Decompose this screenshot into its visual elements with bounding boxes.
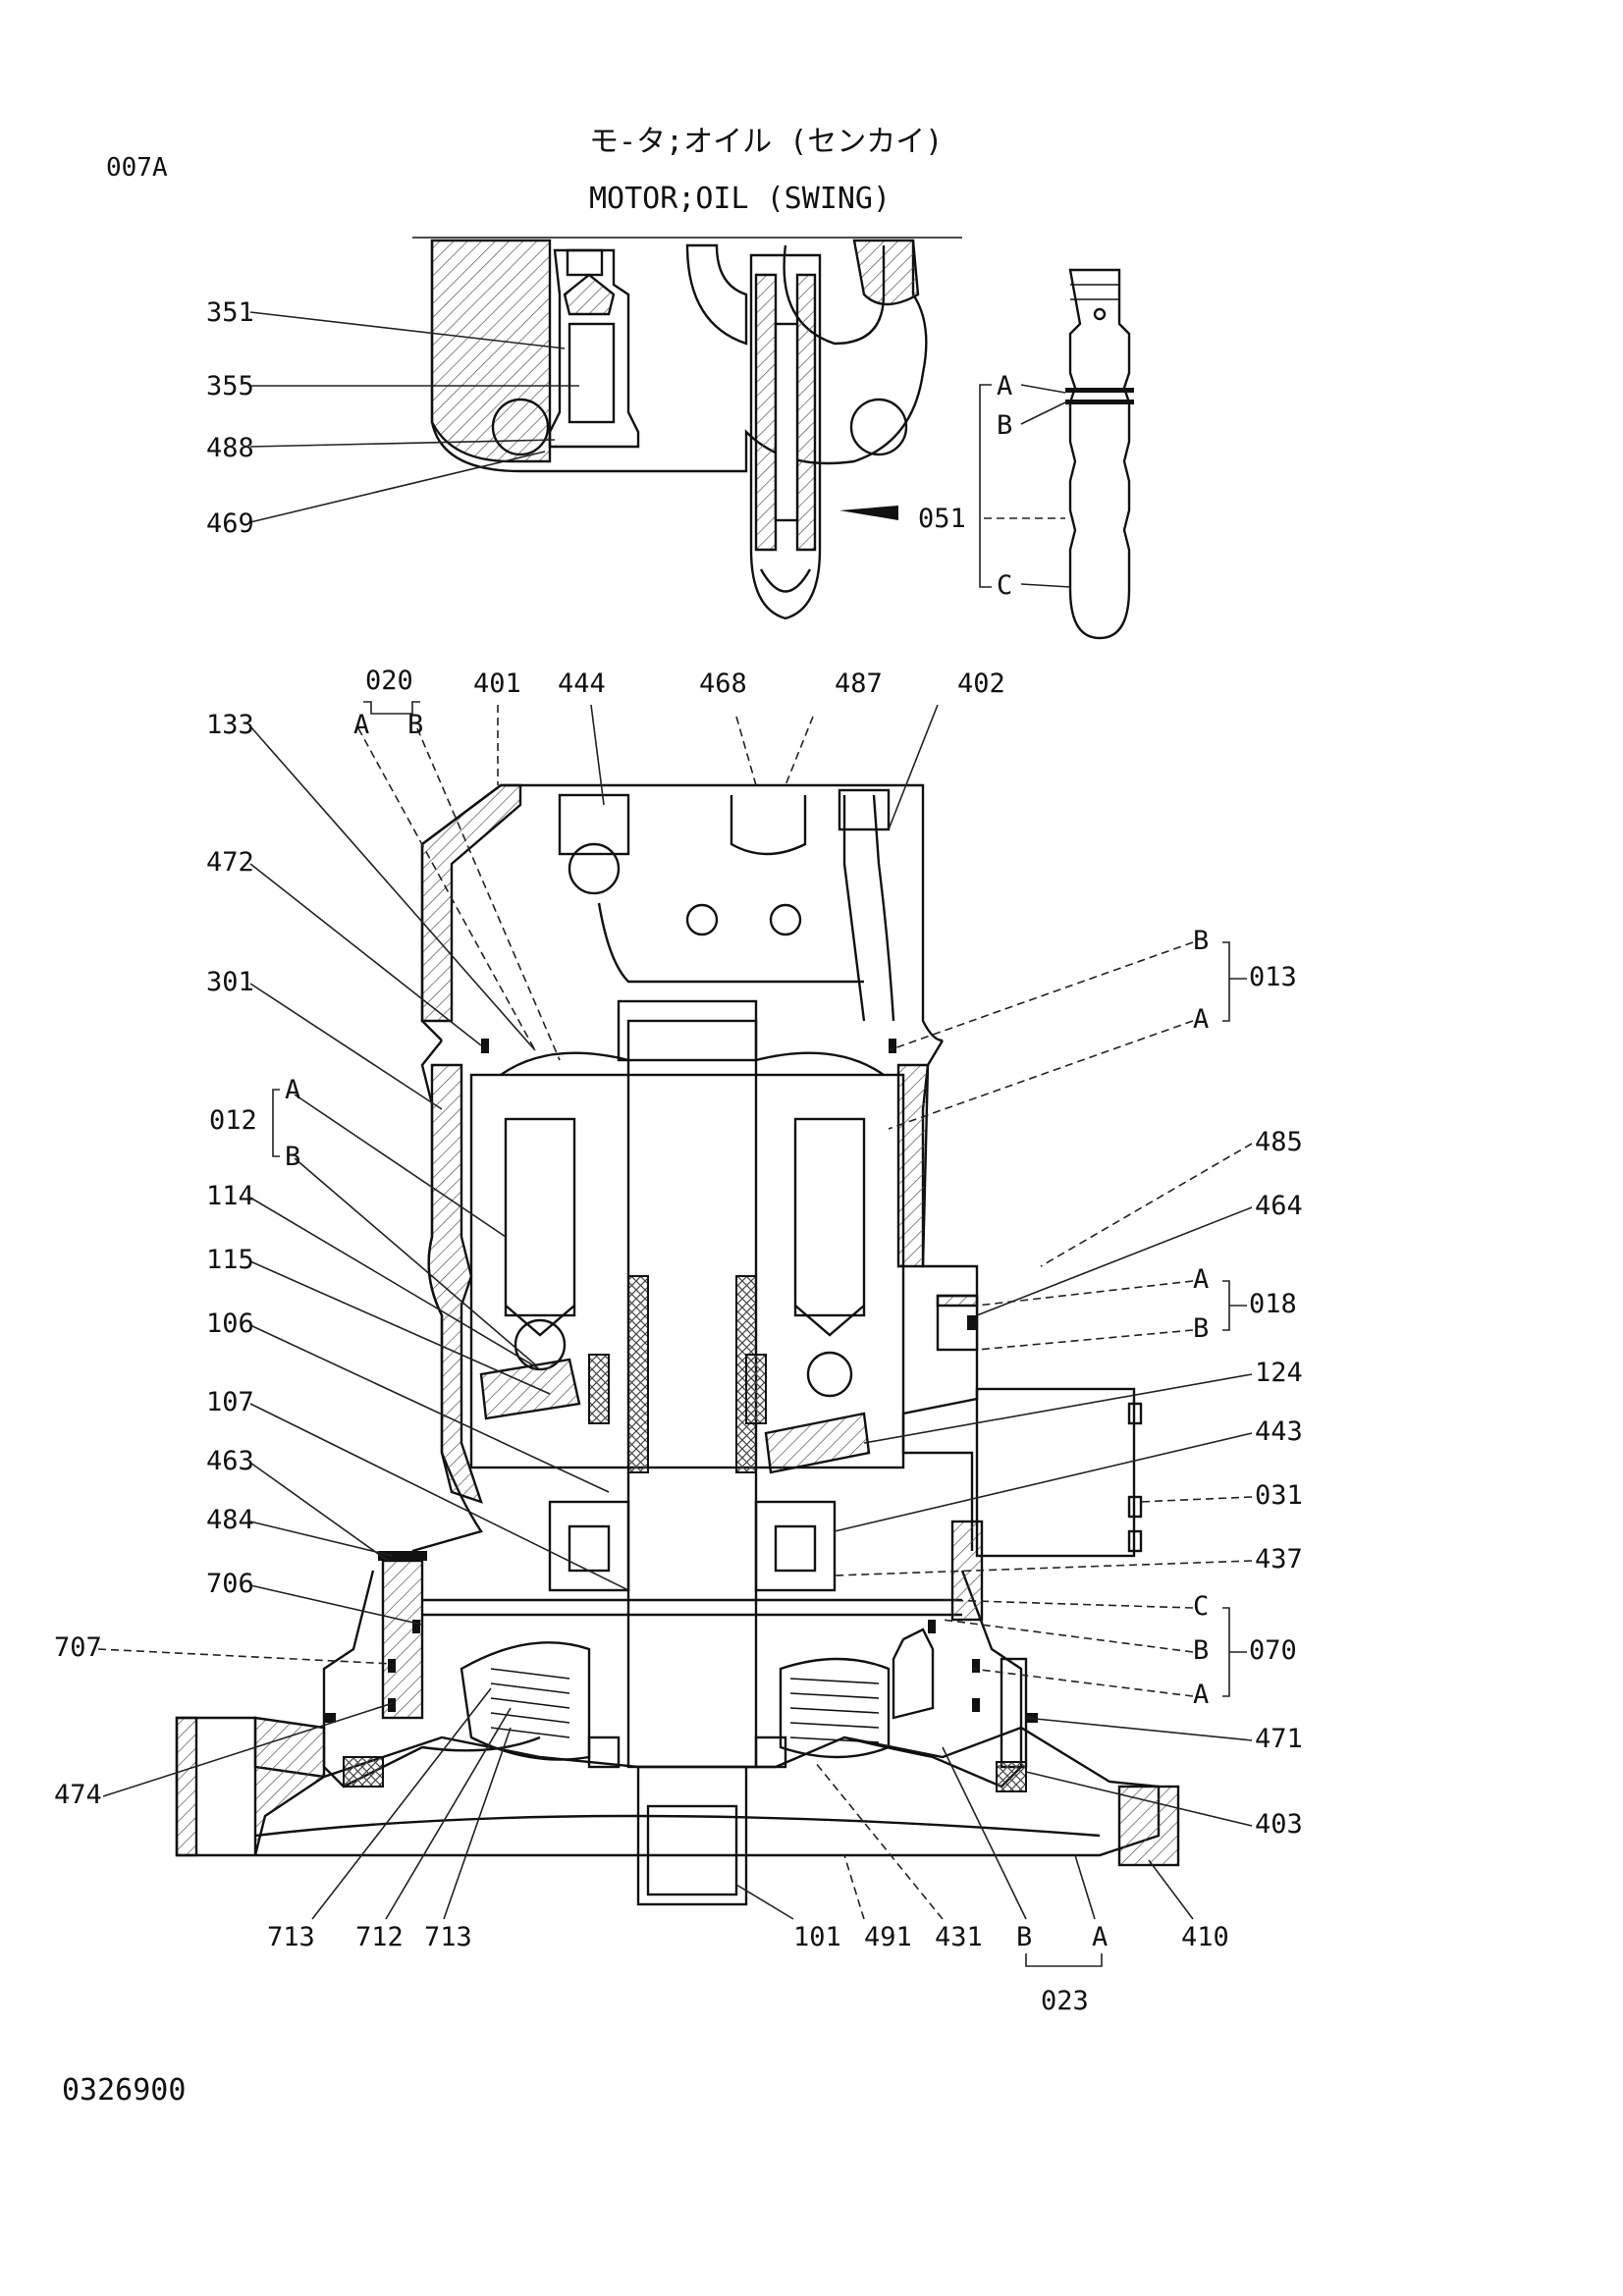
callout-444: 444 [558, 668, 606, 699]
callout-115: 115 [206, 1245, 254, 1275]
callout-031: 031 [1255, 1480, 1303, 1511]
callout-487: 487 [835, 668, 883, 699]
callout-463: 463 [206, 1446, 254, 1476]
callout-403: 403 [1255, 1809, 1303, 1840]
callout-474: 474 [54, 1780, 102, 1810]
title-english: MOTOR;OIL (SWING) [589, 182, 892, 216]
callout-707: 707 [54, 1632, 102, 1663]
callout-484: 484 [206, 1505, 254, 1535]
callout-023: 023 [1041, 1986, 1089, 2016]
callout-023-b: B [1016, 1922, 1033, 1952]
callout-485: 485 [1255, 1127, 1303, 1157]
callout-107: 107 [206, 1387, 254, 1417]
callout-013-a: A [1193, 1004, 1210, 1035]
callout-713-right: 713 [424, 1922, 472, 1952]
callout-018-b: B [1193, 1313, 1210, 1344]
callout-114: 114 [206, 1181, 254, 1211]
page-code: 007A [106, 153, 168, 183]
callout-012-a: A [285, 1075, 301, 1105]
callout-431: 431 [935, 1922, 983, 1952]
callout-020-b: B [407, 710, 424, 740]
callout-468: 468 [699, 668, 747, 699]
callout-355: 355 [206, 371, 254, 401]
callout-070: 070 [1249, 1635, 1297, 1666]
callout-023-a: A [1092, 1922, 1109, 1952]
drawing-number: 0326900 [62, 2073, 187, 2108]
callout-301: 301 [206, 967, 254, 997]
callout-712: 712 [355, 1922, 404, 1952]
upper-valve-section [412, 237, 1134, 640]
callout-706: 706 [206, 1569, 254, 1599]
callout-070-b: B [1193, 1635, 1210, 1666]
callout-471: 471 [1255, 1724, 1303, 1754]
callout-020: 020 [365, 666, 413, 696]
callout-013: 013 [1249, 962, 1297, 992]
callout-351: 351 [206, 297, 254, 328]
callout-018: 018 [1249, 1289, 1297, 1319]
callout-106: 106 [206, 1308, 254, 1339]
callout-051-a: A [997, 371, 1013, 401]
callout-410: 410 [1181, 1922, 1229, 1952]
callout-051-c: C [997, 570, 1013, 601]
callout-070-a: A [1193, 1680, 1210, 1710]
callout-401: 401 [473, 668, 521, 699]
callout-464: 464 [1255, 1191, 1303, 1221]
upper-leader-lines [249, 311, 1071, 588]
callout-402: 402 [957, 668, 1005, 699]
main-motor-section [175, 783, 1180, 1906]
callout-488: 488 [206, 433, 254, 463]
callout-472: 472 [206, 847, 254, 878]
callout-012: 012 [209, 1105, 257, 1136]
callout-012-b: B [285, 1142, 301, 1172]
callout-101: 101 [793, 1922, 841, 1952]
callout-469: 469 [206, 508, 254, 539]
callout-443: 443 [1255, 1416, 1303, 1447]
title-japanese: モ-タ;オイル (センカイ) [589, 125, 944, 159]
callout-070-c: C [1193, 1591, 1210, 1622]
callout-013-b: B [1193, 926, 1210, 956]
callout-437: 437 [1255, 1544, 1303, 1575]
callout-713-left: 713 [267, 1922, 315, 1952]
callout-018-a: A [1193, 1264, 1210, 1295]
callout-020-a: A [353, 710, 370, 740]
callout-124: 124 [1255, 1358, 1303, 1388]
callout-491: 491 [864, 1922, 912, 1952]
callout-133: 133 [206, 710, 254, 740]
callout-051: 051 [918, 504, 966, 534]
callout-051-b: B [997, 410, 1013, 441]
main-leader-lines [97, 701, 1253, 1967]
